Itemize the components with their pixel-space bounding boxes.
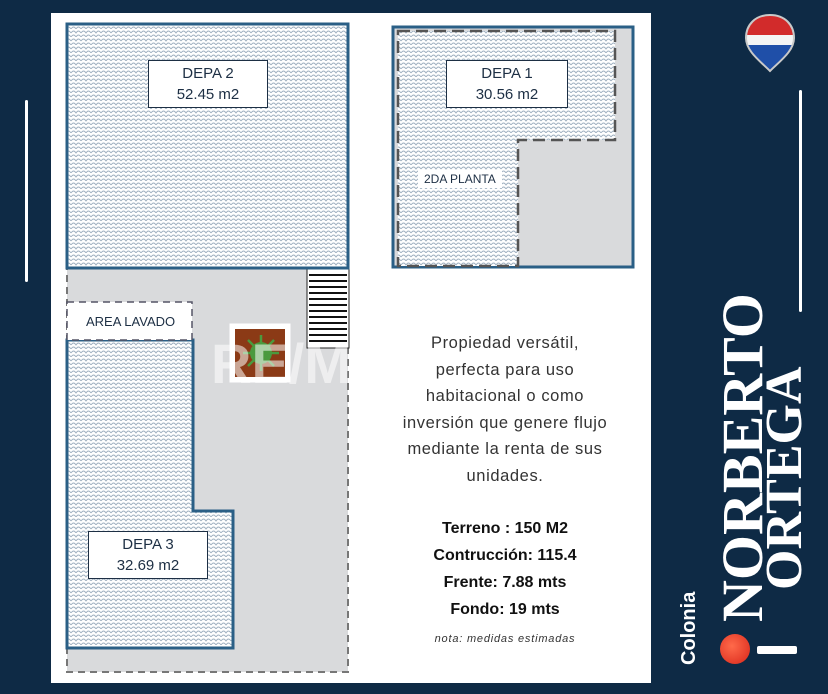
accent-dot bbox=[720, 634, 750, 664]
description-line: habitacional o como bbox=[425, 387, 585, 405]
description-line: Propiedad versátil, bbox=[430, 334, 580, 352]
laundry-label: AREA LAVADO bbox=[86, 314, 176, 329]
left-divider bbox=[25, 100, 28, 282]
agent-name-line2: ORTEGA bbox=[756, 366, 813, 590]
depa2-area: 52.45 m2 bbox=[176, 86, 240, 103]
depa2-name: DEPA 2 bbox=[182, 65, 234, 82]
right-divider bbox=[799, 90, 802, 312]
depa3-label: DEPA 3 32.69 m2 bbox=[88, 531, 208, 579]
description-line: unidades. bbox=[466, 466, 544, 485]
depa1-name: DEPA 1 bbox=[481, 65, 533, 82]
spec-terreno: Terreno : 150 M2 bbox=[442, 520, 568, 537]
depa2-label: DEPA 2 52.45 m2 bbox=[148, 60, 268, 108]
second-floor-label: 2DA PLANTA bbox=[418, 170, 502, 188]
description-line: perfecta para uso bbox=[435, 360, 575, 379]
property-specs: Terreno : 150 M2 Contrucción: 115.4 Fren… bbox=[370, 515, 640, 623]
depa1-label: DEPA 1 30.56 m2 bbox=[446, 60, 568, 108]
estimate-note: nota: medidas estimadas bbox=[434, 633, 576, 645]
spec-fondo: Fondo: 19 mts bbox=[450, 601, 560, 618]
stairs bbox=[306, 267, 350, 349]
remax-balloon-icon bbox=[744, 13, 796, 73]
description-line: inversión que genere flujo bbox=[402, 413, 608, 432]
spec-construccion: Contrucción: 115.4 bbox=[433, 547, 577, 564]
colonia-label: Colonia bbox=[678, 591, 700, 665]
remax-watermark: RE/MAX bbox=[211, 332, 429, 395]
depa3-name: DEPA 3 bbox=[122, 536, 174, 553]
description-line: mediante la renta de sus bbox=[407, 440, 603, 458]
spec-frente: Frente: 7.88 mts bbox=[443, 574, 567, 591]
accent-bar bbox=[757, 646, 797, 654]
depa3-area: 32.69 m2 bbox=[116, 557, 180, 574]
depa1-area: 30.56 m2 bbox=[475, 86, 539, 103]
tree-tile bbox=[229, 323, 291, 383]
property-description: Propiedad versátil, perfecta para uso ha… bbox=[370, 330, 640, 489]
